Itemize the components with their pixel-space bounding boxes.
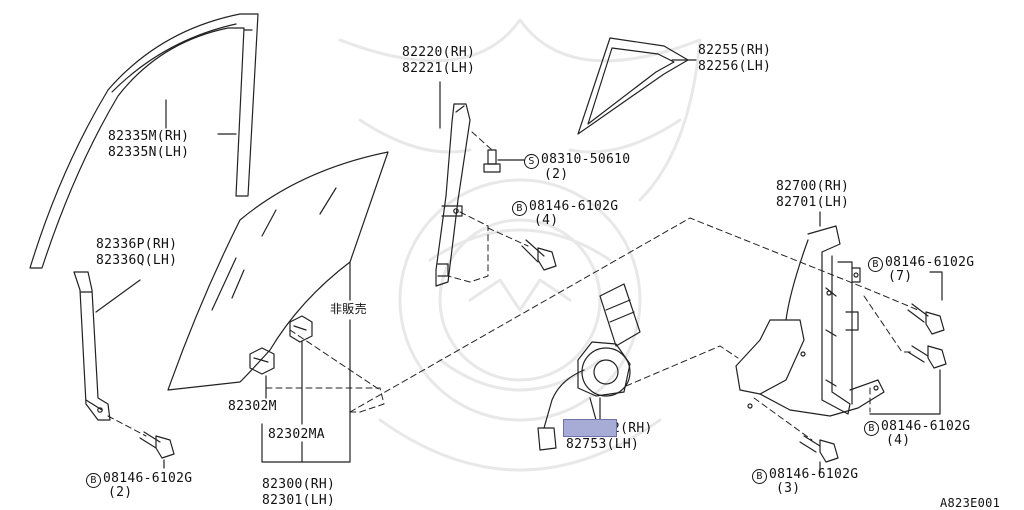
label-82220-rh: 82220(RH)	[402, 45, 476, 60]
bolt-number: 08146-6102G	[885, 255, 975, 270]
window-regulator-82700	[735, 225, 885, 417]
label-82300-rh: 82300(RH)	[262, 477, 336, 492]
fasteners	[139, 149, 947, 463]
bolt-number: 08146-6102G	[103, 471, 193, 486]
label-bolt-sash-qty: (4)	[534, 213, 559, 228]
label-82336-lh: 82336Q(LH)	[96, 253, 178, 268]
highlight-box	[563, 419, 617, 437]
lower-sash-82336	[73, 271, 111, 421]
b-code-badge: B	[864, 421, 879, 436]
label-82302ma: 82302MA	[268, 427, 325, 442]
b-code-badge: B	[752, 469, 767, 484]
leader-lines	[95, 59, 943, 473]
label-bolt-reg-bottom-qty: (3)	[776, 481, 801, 496]
label-82753-lh: 82753(LH)	[566, 437, 640, 452]
b-code-badge: B	[86, 473, 101, 488]
partition-glass-82255	[577, 37, 689, 135]
label-82221-lh: 82221(LH)	[402, 61, 476, 76]
door-glass	[167, 151, 389, 391]
label-82335-lh: 82335N(LH)	[108, 145, 190, 160]
s-code-badge: S	[524, 154, 539, 169]
screw-number: 08310-50610	[541, 152, 631, 167]
label-bolt-sash-lower-qty: (2)	[108, 485, 133, 500]
label-not-sold: 非販売	[330, 302, 367, 316]
label-82301-lh: 82301(LH)	[262, 493, 336, 508]
label-82255-rh: 82255(RH)	[698, 43, 772, 58]
label-82701-lh: 82701(LH)	[776, 195, 850, 210]
glass-guide-brackets	[249, 315, 313, 375]
label-82256-lh: 82256(LH)	[698, 59, 772, 74]
b-code-badge: B	[868, 257, 883, 272]
bolt-number: 08146-6102G	[769, 467, 859, 482]
run-channel-82335	[29, 13, 259, 269]
label-82752-rh: 2(RH)	[612, 421, 653, 436]
diagram-code: A823E001	[940, 496, 1001, 510]
bolt-number: 08146-6102G	[881, 419, 971, 434]
label-82336-rh: 82336P(RH)	[96, 237, 178, 252]
label-82302m: 82302M	[228, 399, 277, 414]
label-82335-rh: 82335M(RH)	[108, 129, 190, 144]
label-screw-qty: (2)	[544, 167, 569, 182]
label-bolt-reg-right-qty: (4)	[886, 433, 911, 448]
label-82700-rh: 82700(RH)	[776, 179, 850, 194]
bolt-number: 08146-6102G	[529, 199, 619, 214]
window-motor-82752	[537, 283, 641, 451]
dashed-assembly-lines	[107, 131, 919, 441]
watermark-emblem	[338, 18, 702, 472]
b-code-badge: B	[512, 201, 527, 216]
rear-sash-82220	[435, 103, 471, 287]
label-bolt-reg-top-qty: (7)	[888, 269, 913, 284]
